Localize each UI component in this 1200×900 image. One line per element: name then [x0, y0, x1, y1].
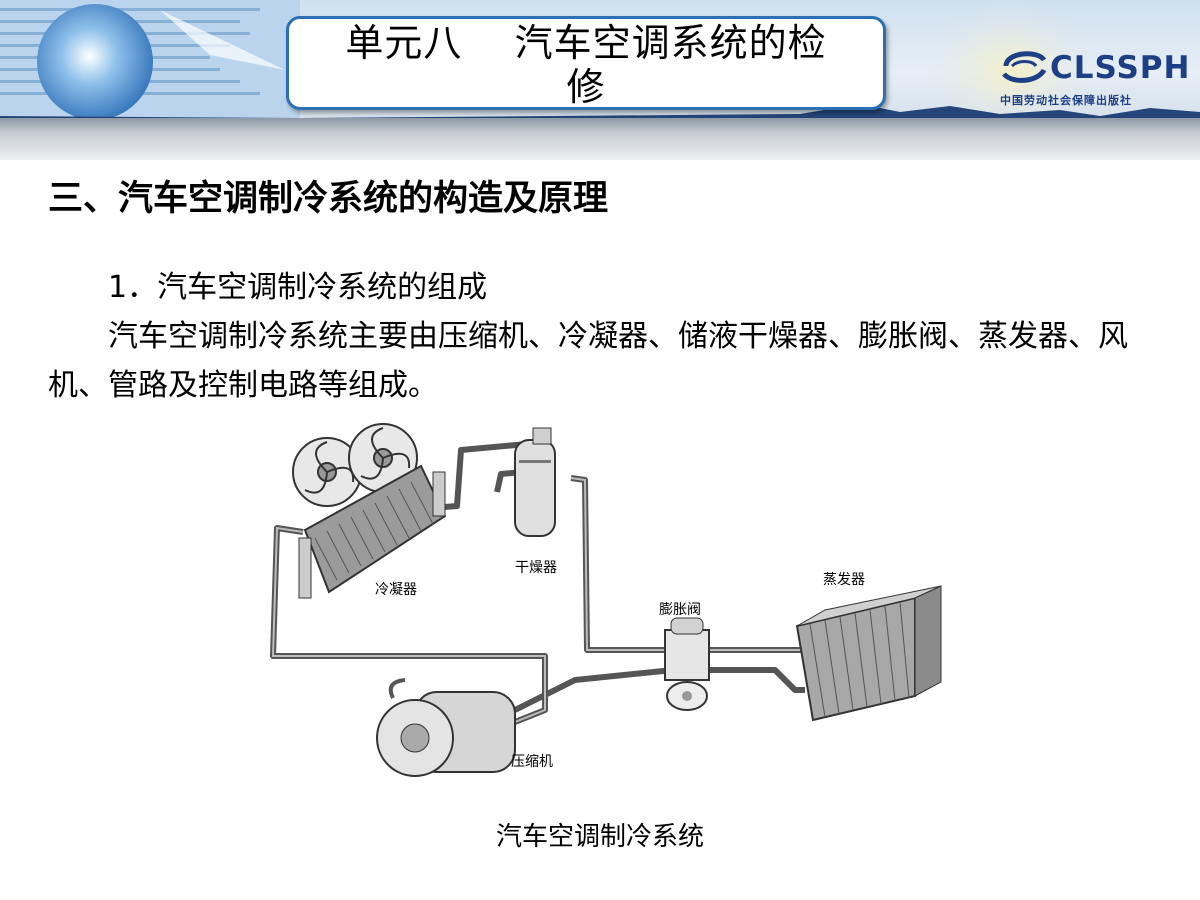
- header-banner: 单元八 汽车空调系统的检 修 CLSSPH 中国劳动社会保障出版社: [0, 0, 1200, 160]
- label-expansion-valve: 膨胀阀: [659, 601, 701, 618]
- banner-shadow: [0, 118, 1200, 160]
- label-compressor: 压缩机: [511, 754, 553, 770]
- diagram-caption: 汽车空调制冷系统: [495, 822, 704, 852]
- evaporator-icon: [795, 585, 942, 722]
- body-paragraph: 汽车空调制冷系统主要由压缩机、冷凝器、储液干燥器、膨胀阀、蒸发器、风机、管路及控…: [48, 319, 1128, 403]
- expansion-valve-icon: [664, 617, 710, 711]
- slide-title: 单元八 汽车空调系统的检 修: [345, 21, 827, 109]
- fan-icon: [292, 423, 418, 507]
- compressor-icon: [376, 678, 516, 777]
- refrigeration-system-diagram: 冷凝器 干燥器 蒸发器 膨胀阀 压缩机: [270, 423, 942, 777]
- banner-decoration: [0, 0, 1200, 140]
- title-box: 单元八 汽车空调系统的检 修: [286, 16, 886, 110]
- label-dryer: 干燥器: [515, 560, 557, 576]
- label-evaporator: 蒸发器: [823, 572, 865, 588]
- publisher-logo-text: CLSSPH: [1050, 50, 1191, 86]
- label-condenser: 冷凝器: [375, 582, 417, 598]
- publisher-name: 中国劳动社会保障出版社: [1000, 94, 1132, 107]
- condenser-icon: [298, 464, 447, 599]
- publisher-logo-icon: [1002, 51, 1047, 83]
- receiver-dryer-icon: [514, 427, 556, 537]
- subsection-heading: 1．汽车空调制冷系统的组成: [108, 270, 488, 305]
- section-heading: 三、汽车空调制冷系统的构造及原理: [48, 179, 609, 219]
